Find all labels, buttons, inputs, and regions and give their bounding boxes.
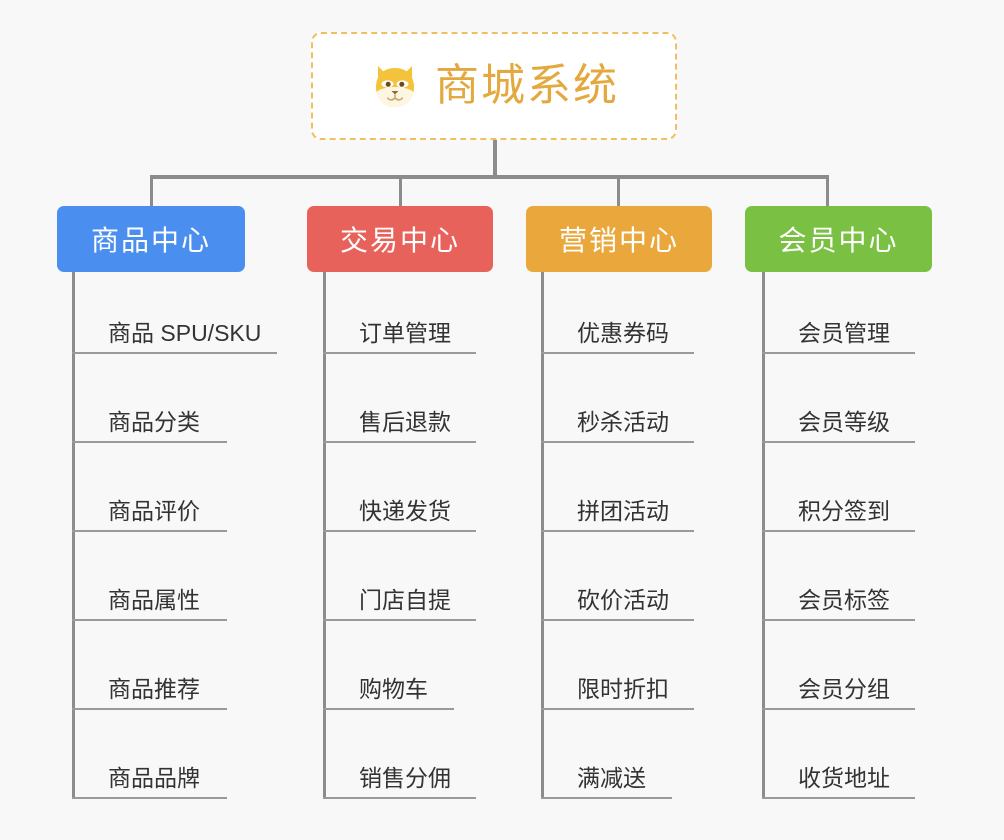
shiba-dog-face-icon xyxy=(369,60,421,112)
leaf-underline xyxy=(762,530,915,532)
column-trunk xyxy=(72,272,75,798)
category-header-label: 营销中心 xyxy=(558,225,679,256)
leaf-underline xyxy=(323,708,454,710)
list-item-label: 售后退款 xyxy=(359,409,451,435)
leaf-underline xyxy=(762,352,915,354)
connector-drop-member-center xyxy=(826,175,829,209)
list-item-label: 商品属性 xyxy=(108,587,200,613)
leaf-underline xyxy=(541,619,694,621)
leaf-underline xyxy=(323,441,476,443)
list-item-label: 会员标签 xyxy=(798,587,890,613)
list-item-label: 会员管理 xyxy=(798,320,890,346)
list-item-label: 积分签到 xyxy=(798,498,890,524)
leaf-underline xyxy=(72,530,227,532)
leaf-underline xyxy=(541,352,694,354)
list-item-label: 秒杀活动 xyxy=(577,409,669,435)
category-header-trade-center[interactable]: 交易中心 xyxy=(307,206,493,272)
column-trunk xyxy=(323,272,326,798)
leaf-underline xyxy=(72,797,227,799)
root-node-mall-system[interactable]: 商城系统 xyxy=(311,32,677,140)
leaf-underline xyxy=(72,352,277,354)
list-item-label: 拼团活动 xyxy=(577,498,669,524)
list-item-label: 购物车 xyxy=(359,676,428,702)
list-item-label: 门店自提 xyxy=(359,587,451,613)
leaf-underline xyxy=(72,441,227,443)
leaf-underline xyxy=(762,708,915,710)
category-header-label: 商品中心 xyxy=(90,225,211,256)
category-header-product-center[interactable]: 商品中心 xyxy=(57,206,245,272)
list-item-label: 限时折扣 xyxy=(577,676,669,702)
leaf-underline xyxy=(72,708,227,710)
leaf-underline xyxy=(541,441,694,443)
list-item-label: 收货地址 xyxy=(798,765,890,791)
category-header-label: 会员中心 xyxy=(778,225,899,256)
column-trunk xyxy=(541,272,544,798)
connector-drop-trade-center xyxy=(399,175,402,209)
category-header-marketing-center[interactable]: 营销中心 xyxy=(526,206,712,272)
list-item-label: 优惠券码 xyxy=(577,320,669,346)
list-item-label: 销售分佣 xyxy=(359,765,451,791)
leaf-underline xyxy=(541,708,694,710)
leaf-underline xyxy=(541,530,694,532)
list-item-label: 商品推荐 xyxy=(108,676,200,702)
list-item-label: 会员分组 xyxy=(798,676,890,702)
leaf-underline xyxy=(323,797,476,799)
connector-horizontal-bus xyxy=(150,175,829,179)
leaf-underline xyxy=(541,797,672,799)
leaf-underline xyxy=(762,441,915,443)
category-header-label: 交易中心 xyxy=(339,225,460,256)
leaf-underline xyxy=(762,797,915,799)
list-item-label: 订单管理 xyxy=(359,320,451,346)
leaf-underline xyxy=(323,530,476,532)
list-item-label: 会员等级 xyxy=(798,409,890,435)
connector-root-stem xyxy=(493,140,497,178)
list-item-label: 商品品牌 xyxy=(108,765,200,791)
root-node-title: 商城系统 xyxy=(435,61,619,110)
leaf-underline xyxy=(323,619,476,621)
list-item-label: 商品 SPU/SKU xyxy=(108,320,262,346)
connector-drop-marketing-center xyxy=(617,175,620,209)
leaf-underline xyxy=(72,619,227,621)
list-item-label: 商品评价 xyxy=(108,498,200,524)
list-item-label: 满减送 xyxy=(577,765,646,791)
column-trunk xyxy=(762,272,765,798)
list-item-label: 砍价活动 xyxy=(577,587,669,613)
list-item-label: 商品分类 xyxy=(108,409,200,435)
leaf-underline xyxy=(323,352,476,354)
list-item-label: 快递发货 xyxy=(359,498,451,524)
category-header-member-center[interactable]: 会员中心 xyxy=(745,206,932,272)
connector-drop-product-center xyxy=(150,175,153,209)
leaf-underline xyxy=(762,619,915,621)
